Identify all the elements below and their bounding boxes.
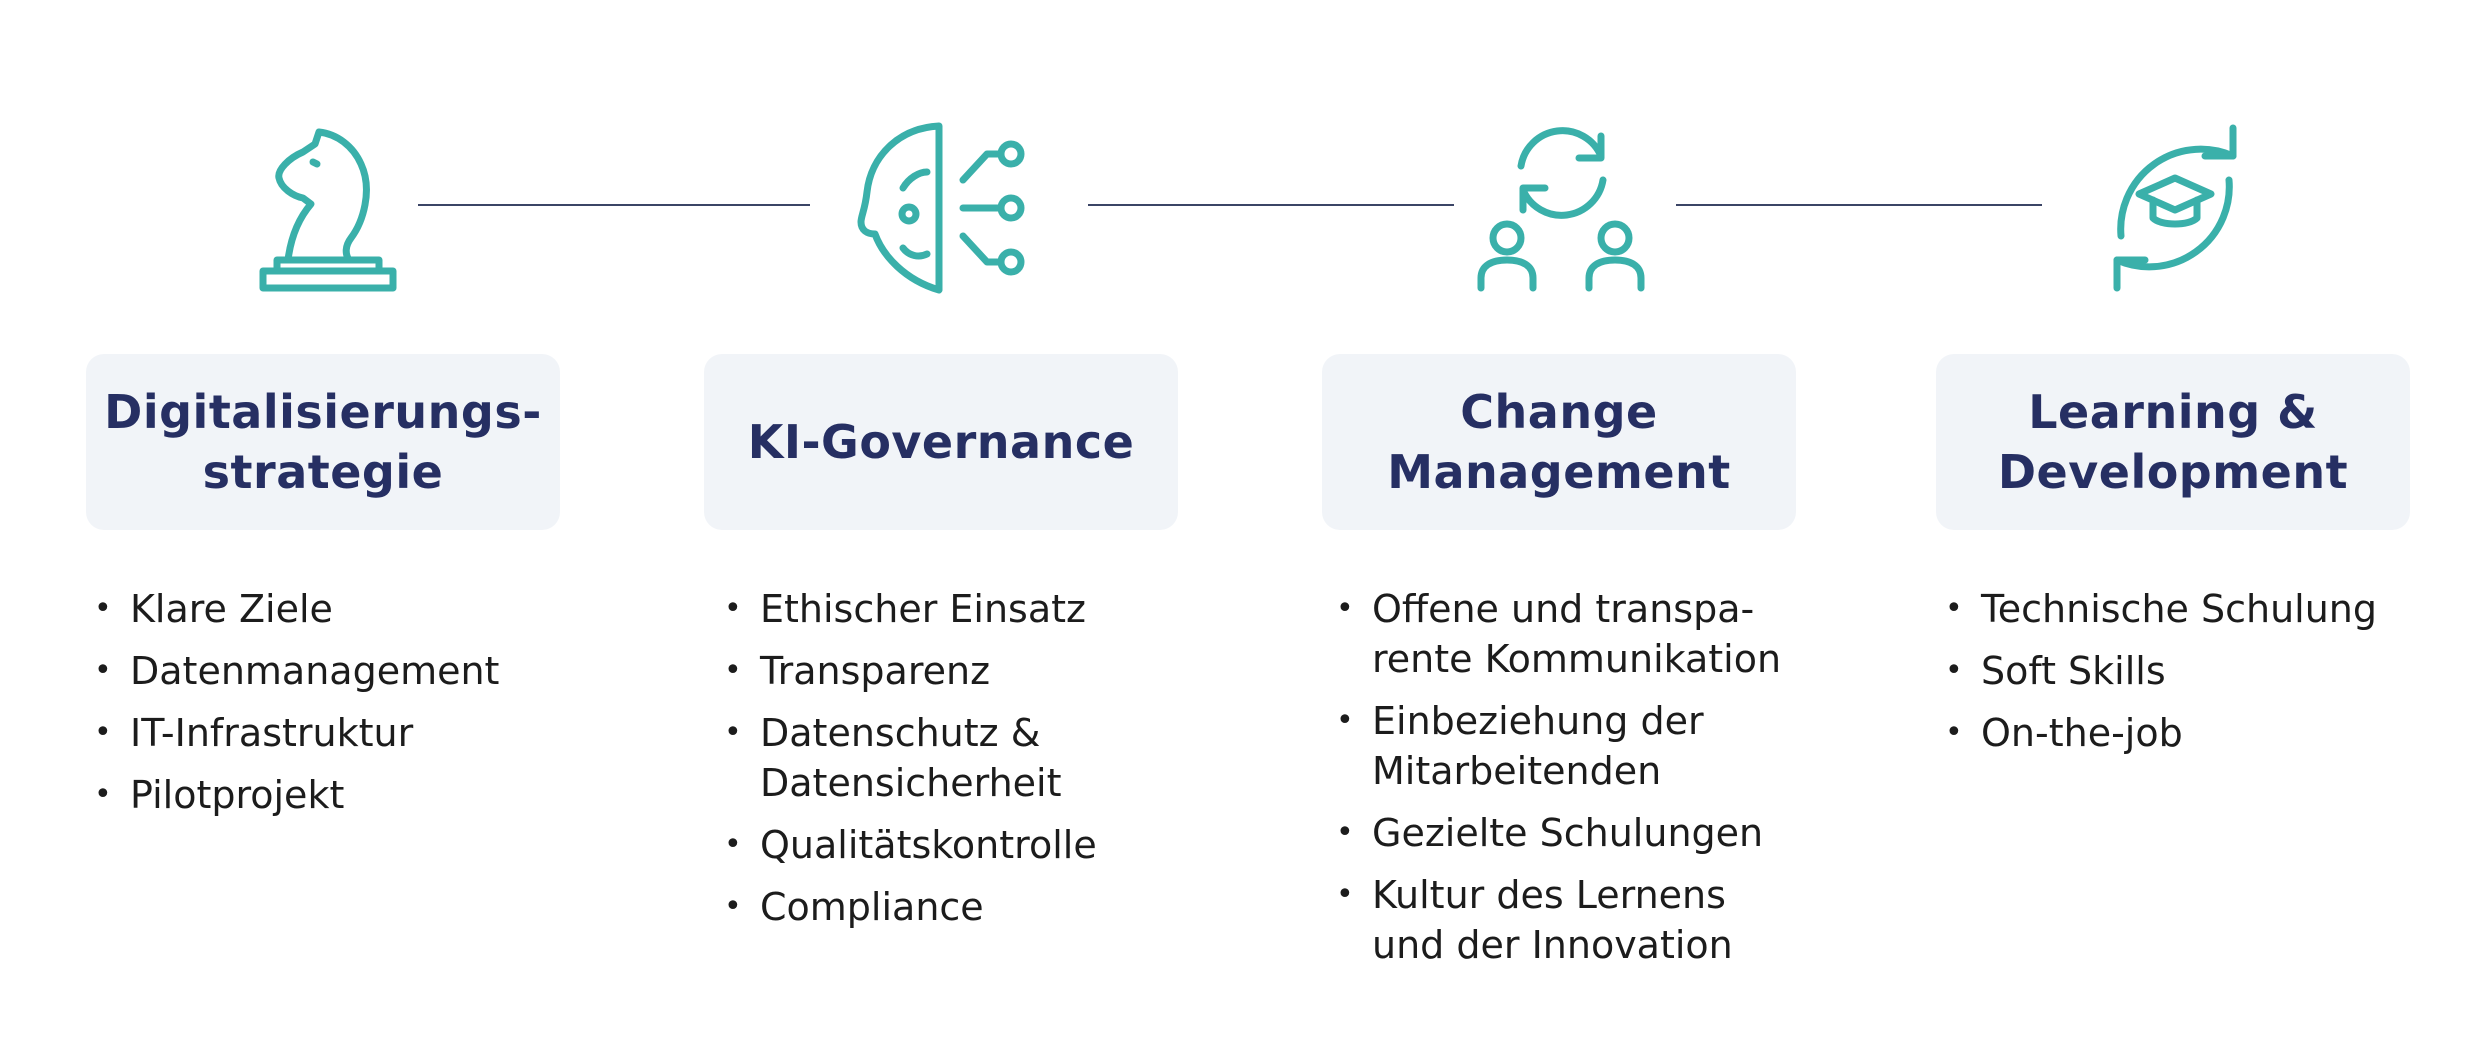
connector-2-3	[1088, 204, 1454, 206]
list-item: Technische Schulung	[1941, 584, 2461, 634]
list-digitalisierungsstrategie: Klare Ziele Datenmanagement IT-Infrastru…	[90, 584, 560, 832]
list-ki-governance: Ethischer Einsatz Transparenz Datenschut…	[720, 584, 1220, 944]
list-item: Compliance	[720, 882, 1220, 932]
list-item: Einbeziehung der Mitarbeitenden	[1332, 696, 1852, 796]
list-item: Gezielte Schulungen	[1332, 808, 1852, 858]
card-learning-development: Learning & Development	[1936, 354, 2410, 530]
connector-1-2	[418, 204, 810, 206]
connector-3-4	[1676, 204, 2042, 206]
chess-knight-icon	[233, 118, 413, 298]
graduation-cap-cycle-icon	[2085, 118, 2265, 298]
card-change-management: Change Management	[1322, 354, 1796, 530]
list-item: Kultur des Lernens und der Innovation	[1332, 870, 1852, 970]
list-item: Qualitätskontrolle	[720, 820, 1220, 870]
ai-face-network-icon	[853, 118, 1033, 298]
card-title: Change Management	[1387, 385, 1731, 499]
list-item: Transparenz	[720, 646, 1220, 696]
list-item: Datenschutz & Datensicherheit	[720, 708, 1220, 808]
list-item: Datenmanagement	[90, 646, 560, 696]
card-title: Learning & Development	[1997, 385, 2349, 499]
list-item: Soft Skills	[1941, 646, 2461, 696]
list-item: IT-Infrastruktur	[90, 708, 560, 758]
list-item: Ethischer Einsatz	[720, 584, 1220, 634]
list-change-management: Offene und transpa- rente Kommunikation …	[1332, 584, 1852, 982]
list-item: Offene und transpa- rente Kommunikation	[1332, 584, 1852, 684]
list-learning-development: Technische Schulung Soft Skills On-the-j…	[1941, 584, 2461, 770]
card-title: KI-Governance	[747, 415, 1135, 469]
card-title: Digitalisierungs- strategie	[104, 385, 542, 499]
card-digitalisierungsstrategie: Digitalisierungs- strategie	[86, 354, 560, 530]
card-ki-governance: KI-Governance	[704, 354, 1178, 530]
people-refresh-icon	[1471, 118, 1651, 298]
list-item: Klare Ziele	[90, 584, 560, 634]
list-item: On-the-job	[1941, 708, 2461, 758]
list-item: Pilotprojekt	[90, 770, 560, 820]
